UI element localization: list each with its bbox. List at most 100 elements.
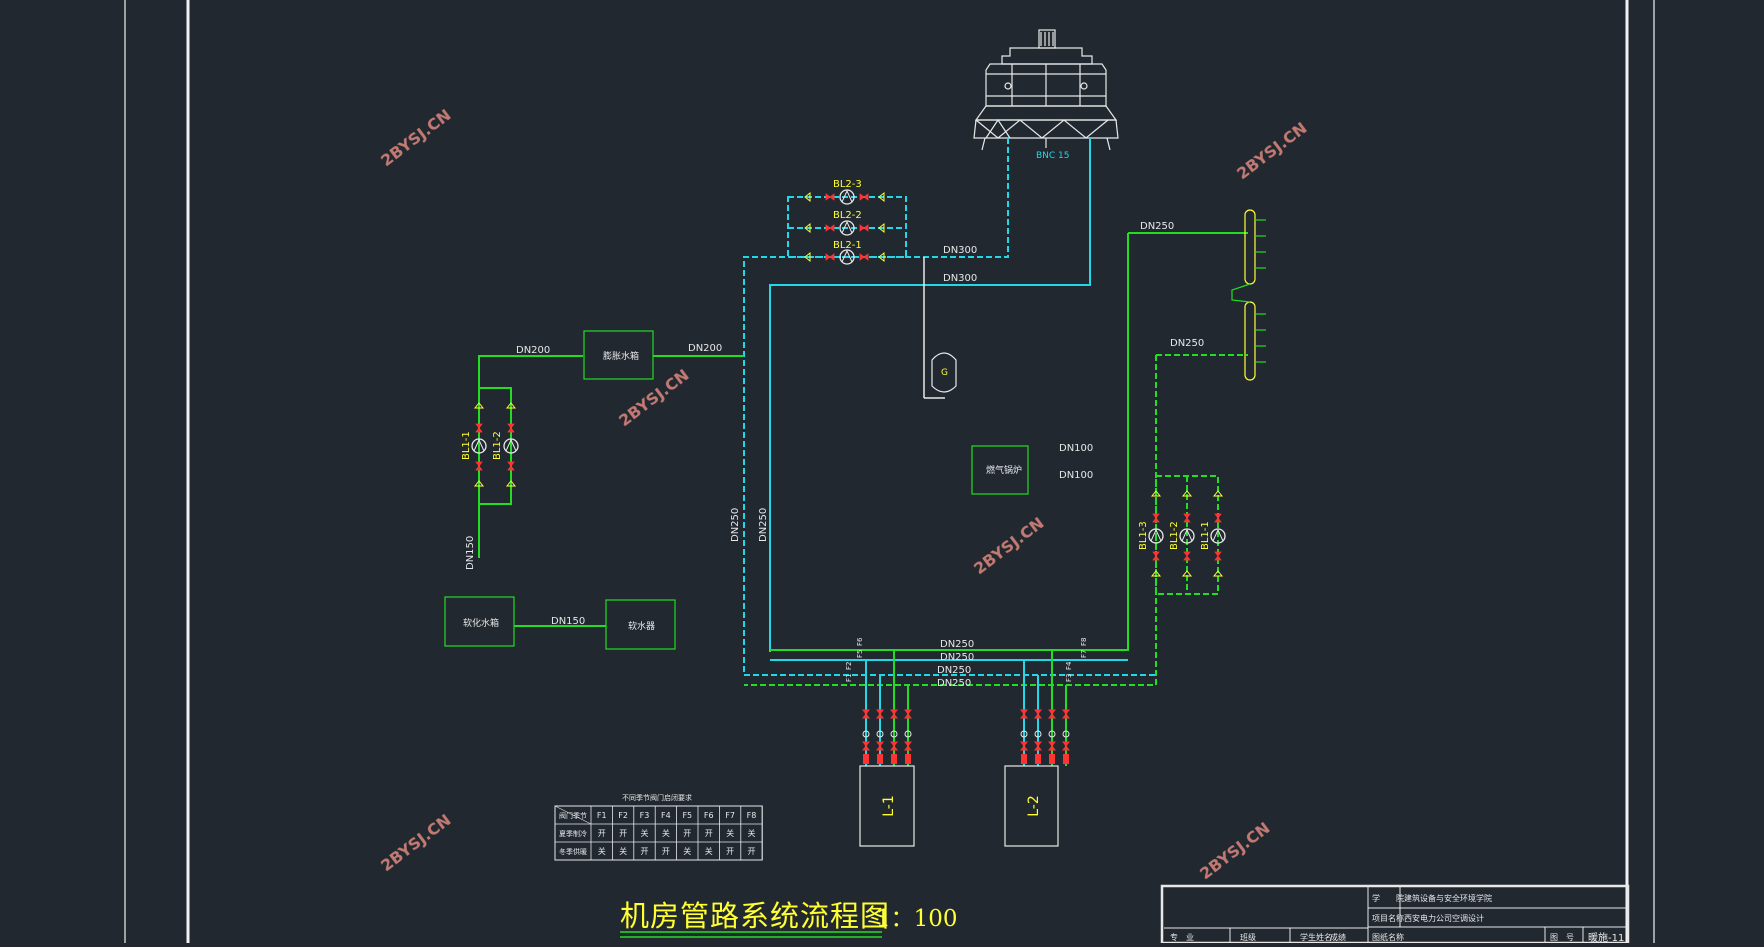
hot-supply-pipe [744,355,1157,686]
table-cell: 开 [726,847,734,856]
valve-tag: F4 [1065,661,1073,670]
title-block-project: 西安电力公司空调设计 [1404,913,1484,923]
valve-tag: F8 [1080,638,1088,646]
title-block-score: 成绩 [1330,932,1346,942]
pump-symbol [839,220,855,236]
pipe-size-label: DN300 [943,273,977,284]
drawing-scale: 1：100 [876,906,958,932]
unit-valve-stack [1034,709,1042,764]
valve-symbol [825,193,835,201]
table-cell: 关 [683,846,691,856]
table-rule [554,805,592,825]
table-cell: 关 [598,846,606,856]
table-header-cell: F3 [640,811,650,820]
watermark: 2BYSJ.CN [970,513,1048,578]
pump-label: BL2-1 [833,240,862,251]
strainer-symbol [473,480,485,487]
title-block-page-label: 图 号 [1550,933,1574,942]
softened-tank-label: 软化水箱 [463,617,499,629]
valve-tag: F6 [856,637,864,646]
pump-symbol [1179,528,1195,544]
valve-symbol [859,224,869,232]
separator-label: G [941,368,948,378]
pump-symbol [1210,528,1226,544]
expansion-tank-box [583,330,654,380]
valve-symbol [507,461,515,471]
pipe-size-label: DN200 [688,343,722,354]
unit-1-box [859,765,915,847]
pipe-size-label: DN200 [516,345,550,356]
valve-symbol [1152,513,1160,523]
pipe-size-label: DN150 [551,616,585,627]
pump-label: BL1-2 [1169,521,1180,550]
watermark: 2BYSJ.CN [1196,818,1274,883]
unit-1-label: L-1 [881,795,897,817]
valve-symbol [859,253,869,261]
unit-2-label: L-2 [1026,795,1042,817]
table-cell: 关 [619,846,627,856]
strainer-symbol [1150,570,1162,577]
watermark: 2BYSJ.CN [615,365,693,430]
pump-symbol [471,438,487,454]
drawing-title: 机房管路系统流程图 [620,899,891,933]
pump-label: BL1-2 [492,431,503,460]
pipe-size-label: DN250 [1140,221,1174,232]
pipe-size-label: DN250 [940,652,974,663]
valve-symbol [1183,513,1191,523]
cooling-return-pipe [743,138,1009,675]
valve-symbol [507,423,515,433]
pipe-size-label: DN300 [943,245,977,256]
valve-tag: F3 [1065,674,1073,682]
table-header-cell: F5 [682,811,692,820]
table-cell: 开 [662,847,670,856]
table-cell: 关 [705,846,713,856]
valve-symbol [475,461,483,471]
title-block-project-label: 项目名称 [1372,913,1404,923]
softener-box [605,599,676,650]
unit-valve-stack [1020,709,1028,764]
table-row-label: 夏季制冷 [559,829,587,838]
pipe-network [478,138,1248,766]
table-cell: 关 [726,828,734,838]
valve-symbol [1214,551,1222,561]
pump-label: BL2-2 [833,210,862,221]
table-corner: 阀门季节 [559,811,587,820]
pipe-size-label: DN250 [730,508,741,542]
table-cell: 开 [683,829,691,838]
pumps [471,189,1226,577]
gas-boiler-box [971,445,1029,495]
table-header-cell: F4 [661,811,671,820]
strainer-symbol [1181,570,1193,577]
title-block-student: 学生姓名 [1300,932,1332,942]
strainer-symbol [804,222,811,234]
pipe-size-label: DN100 [1059,470,1093,481]
sheet-border [124,0,1655,943]
valve-table-caption: 不同季节阀门启闭要求 [622,793,692,802]
title-block-class: 班级 [1240,932,1256,942]
strainer-symbol [505,480,517,487]
strainer-symbol [505,402,517,409]
expansion-tank-label: 膨胀水箱 [603,350,639,362]
table-cell: 开 [598,829,606,838]
pump-symbol [503,438,519,454]
valve-tag: F7 [1080,650,1088,658]
title-underline [620,931,882,938]
valve-symbol [825,224,835,232]
strainer-symbol [1181,490,1193,497]
table-cell: 关 [748,828,756,838]
strainer-symbol [878,251,885,263]
strainer-symbol [878,191,885,203]
valve-symbol [825,253,835,261]
pump-symbol [839,189,855,205]
strainer-symbol [1212,570,1224,577]
table-cell: 关 [662,828,670,838]
table-header-cell: F8 [747,811,757,820]
table-cell: 开 [619,829,627,838]
table-header-cell: F7 [725,811,735,820]
cooling-supply-pipe [769,138,1091,652]
title-block-school-label: 学 院 [1372,893,1404,903]
strainer-symbol [1150,490,1162,497]
valve-symbol [475,423,483,433]
unit-valve-stack [876,709,884,764]
